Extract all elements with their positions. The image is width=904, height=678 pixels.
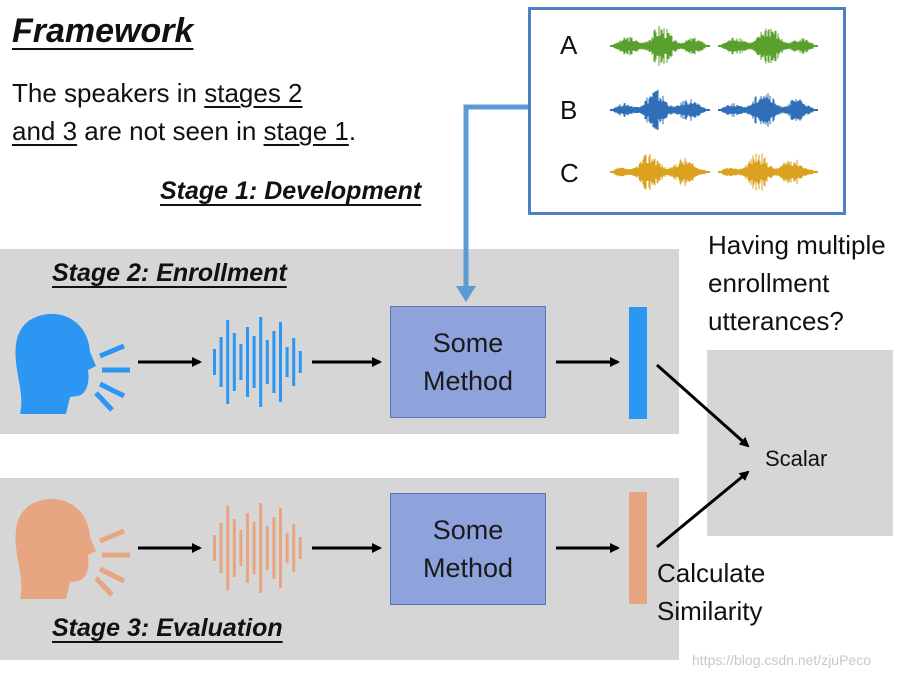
calculate-similarity-label: Calculate Similarity: [657, 558, 766, 626]
scalar-box: [707, 350, 893, 536]
speaker-b-label: B: [560, 95, 578, 125]
stage1-label: Stage 1: Development: [160, 177, 422, 205]
speaker-a-label: A: [560, 30, 578, 60]
description-text: The speakers in stages 2 and 3 are not s…: [12, 78, 357, 146]
speaker-c-label: C: [560, 158, 579, 188]
framework-title: Framework: [12, 12, 194, 50]
stage3-label: Stage 3: Evaluation: [52, 614, 283, 642]
multiple-enrollment-question: Having multiple enrollment utterances?: [708, 230, 886, 336]
watermark: https://blog.csdn.net/zjuPeco: [692, 652, 871, 668]
stage2-label: Stage 2: Enrollment: [52, 259, 287, 287]
scalar-label: Scalar: [765, 446, 828, 471]
